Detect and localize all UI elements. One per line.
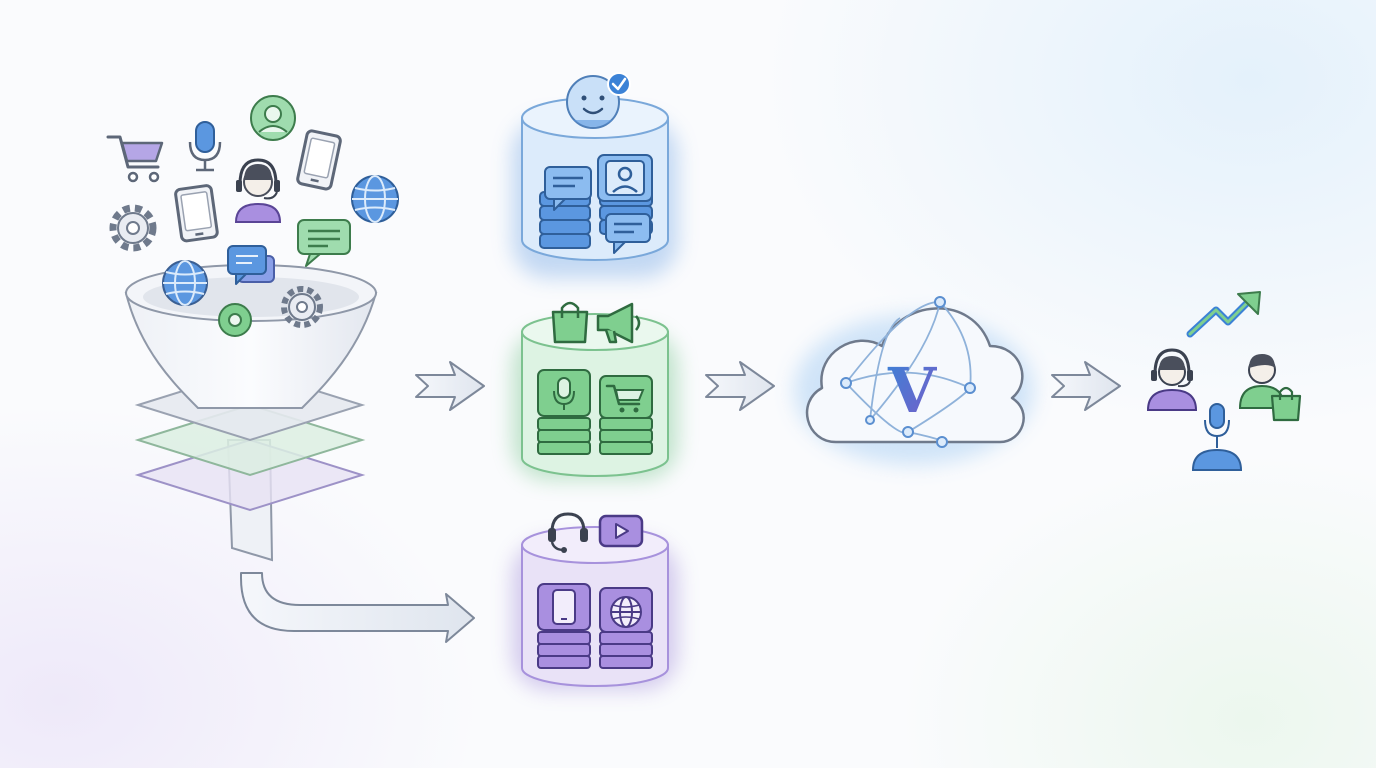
smiling-face-check-icon [566, 72, 631, 129]
headset-icon [548, 512, 588, 553]
megaphone-icon [596, 302, 641, 344]
chat-bubble-icon [544, 166, 592, 211]
stack-microphone [537, 369, 591, 455]
profile-card-icon [597, 154, 653, 202]
funnel-bowl [124, 292, 378, 409]
chat-bubbles-icon [227, 245, 275, 285]
shopping-cart-icon [605, 384, 645, 413]
smartphone-icon [296, 129, 342, 191]
settings-gear-icon [281, 286, 323, 328]
cloud-shape [805, 307, 1025, 444]
customer-avatar-icon [250, 95, 296, 141]
growth-trend-arrow-icon [1186, 291, 1261, 338]
bypass-flow-arrow [240, 572, 475, 643]
flow-arrow [1051, 361, 1121, 411]
flow-arrow [705, 361, 775, 411]
outcomes [1146, 291, 1302, 471]
globe-icon [610, 596, 642, 628]
microphone-icon [188, 121, 222, 172]
support-agent-icon [1146, 348, 1198, 411]
settings-gear-icon [218, 303, 252, 337]
shopping-cart-icon [106, 135, 164, 183]
data-store-commerce [512, 301, 678, 480]
smartphone-icon [552, 589, 576, 625]
data-funnel [124, 245, 378, 562]
globe-icon [351, 175, 399, 223]
stack-smartphone [537, 583, 591, 669]
stack-profile-card [597, 154, 653, 254]
shopping-bag-icon [551, 301, 589, 344]
microphone-icon [553, 377, 575, 410]
chat-bubble-icon [297, 219, 351, 267]
video-play-icon [598, 514, 644, 548]
flow-arrow [415, 361, 485, 411]
source-icons [106, 95, 399, 267]
settings-gear-icon [109, 204, 157, 252]
chat-bubble-icon [605, 213, 651, 254]
stack-chat-bubble [539, 166, 592, 249]
cloud-hub: V [794, 296, 1034, 465]
data-store-media [512, 512, 678, 690]
headset-agent-icon [234, 158, 282, 223]
brand-logo: V [887, 354, 937, 427]
tablet-icon [174, 184, 219, 243]
stack-shopping-cart [599, 375, 653, 455]
network-node [840, 296, 976, 448]
shopping-bag-icon [1270, 386, 1302, 422]
data-store-service [512, 72, 678, 278]
voice-user-icon [1191, 403, 1243, 471]
globe-icon [162, 260, 208, 306]
logo-letter: V [887, 354, 937, 427]
stack-globe [599, 587, 653, 669]
